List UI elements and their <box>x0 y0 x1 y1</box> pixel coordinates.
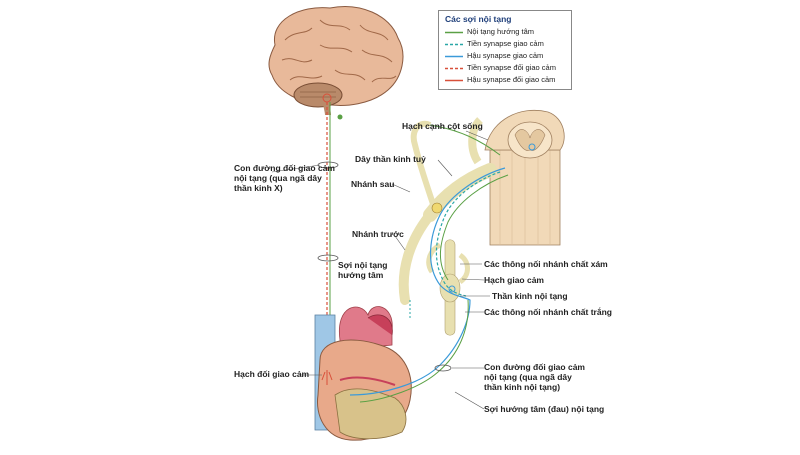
legend-item: Tiền synapse đối giao cảm <box>445 63 569 73</box>
heart-illustration <box>314 306 412 441</box>
legend-swatch <box>445 55 463 58</box>
label-white-rami: Các thông nối nhánh chất trắng <box>484 307 612 317</box>
legend-swatch <box>445 79 463 82</box>
label-anterior-ramus: Nhánh trước <box>352 229 404 239</box>
label-gray-rami: Các thông nối nhánh chất xám <box>484 259 608 269</box>
spinal-nerve-illustration <box>349 120 509 403</box>
label-vagal-pathway: Con đường đối giao cảm nội tạng (qua ngã… <box>234 163 335 193</box>
label-splanchnic-pathway: Con đường đối giao cảm nội tạng (qua ngã… <box>484 362 585 392</box>
leader-lines <box>271 130 490 410</box>
legend-item: Nội tạng hướng tâm <box>445 27 569 37</box>
label-posterior-ramus: Nhánh sau <box>351 179 395 189</box>
legend-title: Các sợi nội tạng <box>445 14 512 24</box>
label-pain-afferent: Sợi hướng tâm (đau) nội tạng <box>484 404 605 414</box>
legend-item: Hậu synapse đối giao cảm <box>445 75 569 85</box>
legend-swatch <box>445 31 463 34</box>
legend-item-label: Hậu synapse đối giao cảm <box>467 75 556 84</box>
spinal-cord-illustration <box>468 109 565 246</box>
label-paravertebral-ganglion: Hạch cạnh cột sống <box>402 121 483 131</box>
legend-swatch <box>445 43 463 46</box>
legend-item: Tiền synapse giao cảm <box>445 39 569 49</box>
label-visceral-afferent-fiber: Sợi nội tạng hướng tâm <box>338 260 388 280</box>
label-sympathetic-ganglion: Hạch giao cảm <box>484 275 544 285</box>
legend-item-label: Nội tạng hướng tâm <box>467 27 535 36</box>
legend-item-label: Tiền synapse giao cảm <box>467 39 544 48</box>
label-spinal-nerve: Dây thần kinh tuỷ <box>355 154 426 164</box>
label-splanchnic-nerve: Thần kinh nội tạng <box>492 291 568 301</box>
legend-item-label: Tiền synapse đối giao cảm <box>467 63 556 72</box>
legend-item: Hậu synapse giao cảm <box>445 51 569 61</box>
label-parasympathetic-ganglion: Hạch đối giao cảm <box>234 369 310 379</box>
brain-illustration <box>268 6 404 116</box>
legend-item-label: Hậu synapse giao cảm <box>467 51 544 60</box>
legend-swatch <box>445 67 463 70</box>
